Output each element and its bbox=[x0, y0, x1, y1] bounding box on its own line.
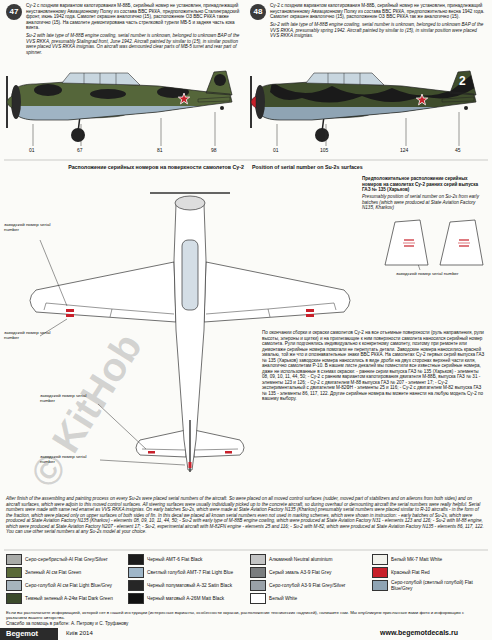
stencil-number: 01 bbox=[29, 147, 35, 153]
stencil-number: 124 bbox=[400, 147, 408, 153]
stencil-number: 67 bbox=[77, 147, 83, 153]
legend-text: Серо-голубой А3-9 Flat Grey/Silver bbox=[269, 583, 369, 589]
stencil-number: 45 bbox=[455, 147, 461, 153]
leader-lines bbox=[33, 112, 459, 146]
legend-row: Темный зеленый А-24м Flat Dark Green bbox=[6, 593, 125, 604]
body-text-ru: По окончании сборки и окраски самолетов … bbox=[262, 330, 486, 402]
legend-row: Серо-голубой Al cм Flat Light Blue/Grey bbox=[6, 580, 125, 591]
legend-text: Алюминий Neutral aluminium bbox=[269, 557, 369, 563]
description-en: Su-2 with late type of M-88B engine cowl… bbox=[26, 33, 246, 55]
description-ru: Су-2 с поздним вариантом капотирования М… bbox=[270, 3, 486, 20]
body-text-en: After finish of the assembling and paint… bbox=[6, 496, 486, 535]
legend-text: Серо-серебристый-Al Flat Grey/Silver bbox=[25, 557, 125, 563]
tactical-number: 2 bbox=[459, 74, 466, 88]
legend-row: Серо-серебристый-Al Flat Grey/Silver bbox=[6, 554, 125, 565]
serial-label: заводской номер serial number bbox=[396, 271, 466, 276]
description-en: Su-2 with late type of M-88B engine cowl… bbox=[270, 22, 486, 39]
legend-text: Белый White bbox=[269, 596, 369, 602]
color-swatch bbox=[128, 580, 144, 591]
note-ru: Предположительное расположение серийных … bbox=[362, 176, 486, 193]
footer-note: Если вы располагаете информацией, которо… bbox=[6, 610, 486, 620]
stencil-number: 105 bbox=[320, 147, 328, 153]
description-ru: Су-2 с поздним вариантом капотирования М… bbox=[26, 3, 246, 31]
section-heading: Расположение серийных номеров на поверхн… bbox=[8, 164, 244, 170]
callout-circle: 47 bbox=[6, 4, 22, 20]
legend-text: Черный АМТ-6 Flat Black bbox=[147, 557, 247, 563]
callout-circle: 48 bbox=[250, 4, 266, 20]
color-swatch bbox=[372, 580, 388, 591]
color-swatch bbox=[250, 554, 266, 565]
note-en: Presumably position of serial number on … bbox=[362, 194, 486, 211]
legend-text: Красный Flat Red bbox=[391, 570, 491, 576]
color-swatch bbox=[250, 567, 266, 578]
legend-text: Серо-голубой (светлый голубой) Flat Blue… bbox=[391, 580, 491, 591]
legend-row: Серо-голубой А3-9 Flat Grey/Silver bbox=[250, 580, 369, 591]
color-swatch bbox=[6, 554, 22, 565]
color-swatch bbox=[128, 567, 144, 578]
legend-text: Зеленый Al cм Flat Green bbox=[25, 570, 125, 576]
watermark: © KitHob bbox=[20, 324, 152, 495]
legend-text: Черный матовый А-26М Matt Black bbox=[147, 596, 247, 602]
profile-47 bbox=[7, 70, 234, 142]
section-heading: Position of serial number on Su-2s surfa… bbox=[252, 164, 452, 170]
legend-row: Белый МК-7 Matt White bbox=[372, 554, 491, 565]
color-swatch bbox=[6, 593, 22, 604]
place-date: Київ 2014 bbox=[66, 630, 93, 637]
legend-text: Белый МК-7 Matt White bbox=[391, 557, 491, 563]
color-swatch bbox=[128, 554, 144, 565]
legend-row: Алюминий Neutral aluminium bbox=[250, 554, 369, 565]
publisher-logo: Begemot bbox=[6, 629, 38, 638]
color-swatch bbox=[6, 567, 22, 578]
thanks-note: Спасибо за помощь в работе: А. Петрову и… bbox=[6, 621, 266, 627]
color-swatch bbox=[372, 554, 388, 565]
serial-label: заводской номер serial number bbox=[40, 393, 100, 404]
fin-inset bbox=[385, 220, 483, 265]
legend-row: Черный полуматовый А-32 Satin Black bbox=[128, 580, 247, 591]
legend-text: Серый эмаль А3-9 Flat Grey bbox=[269, 570, 369, 576]
callout-number: 48 bbox=[254, 8, 263, 16]
legend-text: Серо-голубой Al cм Flat Light Blue/Grey bbox=[25, 583, 125, 589]
color-swatch bbox=[6, 580, 22, 591]
legend-row: Светлый голубой АМТ-7 Flat Light Blue bbox=[128, 567, 247, 578]
legend-text: Темный зеленый А-24м Flat Dark Green bbox=[25, 596, 125, 602]
profile-48 bbox=[251, 70, 478, 142]
legend-row: Белый White bbox=[250, 593, 369, 604]
legend-row: Черный матовый А-26М Matt Black bbox=[128, 593, 247, 604]
stencil-number: 81 bbox=[157, 147, 163, 153]
serial-label: заводской номер serial number bbox=[4, 222, 62, 233]
stencil-number: 98 bbox=[211, 147, 217, 153]
legend-row: Серый эмаль А3-9 Flat Grey bbox=[250, 567, 369, 578]
color-swatch bbox=[250, 580, 266, 591]
legend-text: Светлый голубой АМТ-7 Flat Light Blue bbox=[147, 570, 247, 576]
callout-number: 47 bbox=[10, 8, 19, 16]
color-swatch bbox=[250, 593, 266, 604]
legend-row: Серо-голубой (светлый голубой) Flat Blue… bbox=[372, 580, 491, 591]
website: www.begemotdecals.ru bbox=[380, 629, 458, 637]
serial-label: заводской номер serial number bbox=[4, 330, 62, 341]
legend-text: Черный полуматовый А-32 Satin Black bbox=[147, 583, 247, 589]
logo-band bbox=[0, 628, 58, 640]
legend-row: Зеленый Al cм Flat Green bbox=[6, 567, 125, 578]
legend-row: Черный АМТ-6 Flat Black bbox=[128, 554, 247, 565]
serial-label: заводской номер serial number bbox=[40, 454, 100, 465]
legend-row: Красный Flat Red bbox=[372, 567, 491, 578]
color-swatch bbox=[128, 593, 144, 604]
stencil-number: 01 bbox=[273, 147, 279, 153]
color-swatch bbox=[372, 567, 388, 578]
